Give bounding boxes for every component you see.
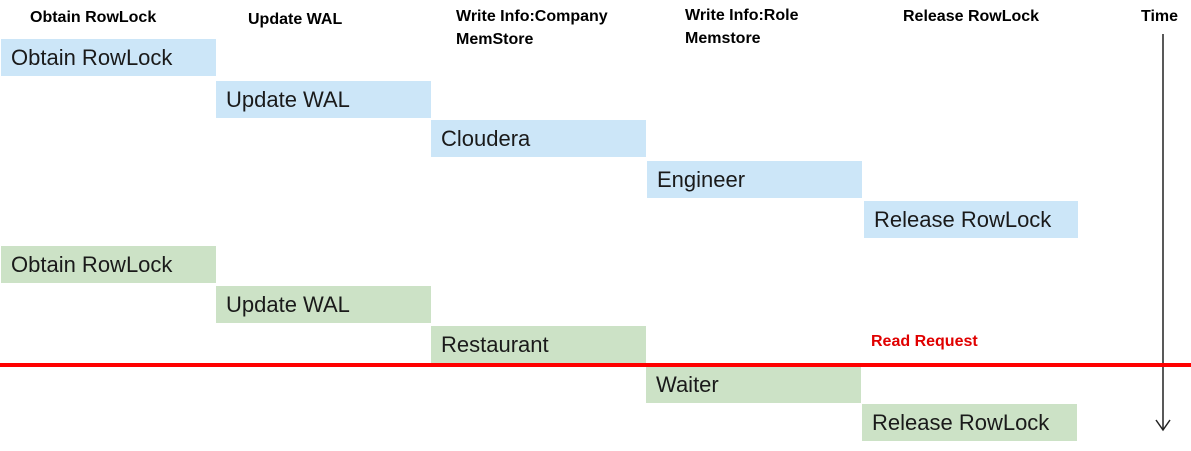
time-arrow-icon xyxy=(1155,34,1171,432)
t1-company-value-step: Cloudera xyxy=(431,120,646,157)
t1-role-value-step: Engineer xyxy=(647,161,862,198)
t2-update-wal-step: Update WAL xyxy=(216,286,431,323)
t2-release-rowlock-step: Release RowLock xyxy=(862,404,1077,441)
read-request-line xyxy=(0,363,1191,367)
t2-role-value-step: Waiter xyxy=(646,366,861,403)
header-obtain-rowlock: Obtain RowLock xyxy=(30,9,157,26)
time-label: Time xyxy=(1141,8,1179,25)
header-write-company: Write Info:Company MemStore xyxy=(456,8,608,48)
header-write-role: Write Info:Role Memstore xyxy=(685,7,799,47)
header-release-rowlock: Release RowLock xyxy=(903,8,1040,25)
t1-release-rowlock-step: Release RowLock xyxy=(864,201,1078,238)
t1-update-wal-step: Update WAL xyxy=(216,81,431,118)
read-request-label: Read Request xyxy=(871,333,978,350)
t2-obtain-rowlock-step: Obtain RowLock xyxy=(1,246,216,283)
t2-company-value-step: Restaurant xyxy=(431,326,646,363)
t1-obtain-rowlock-step: Obtain RowLock xyxy=(1,39,216,76)
header-update-wal: Update WAL xyxy=(248,11,343,28)
